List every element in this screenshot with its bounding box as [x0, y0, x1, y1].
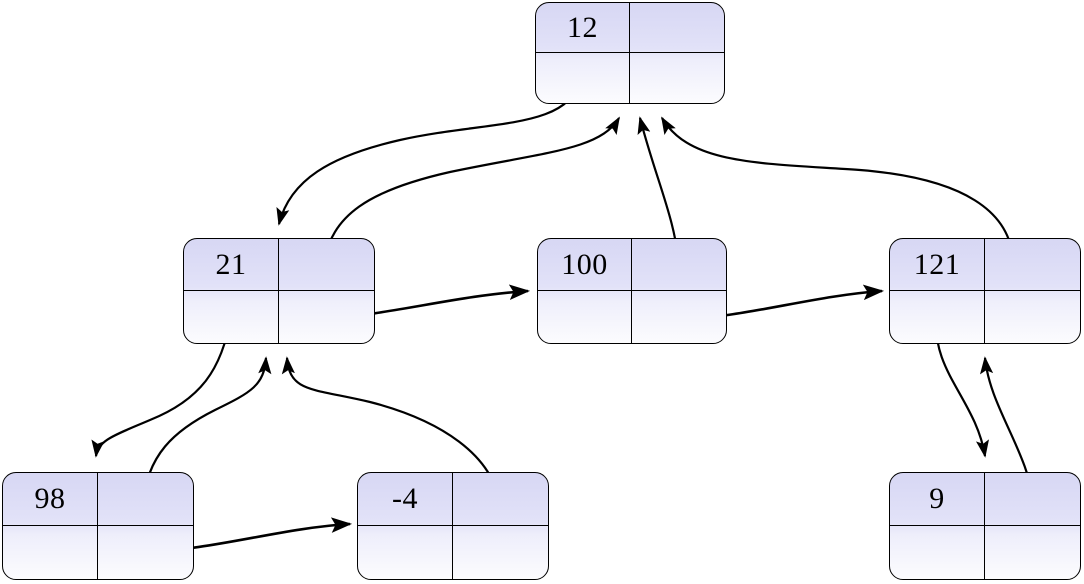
node-121-sibling-cell[interactable]: [985, 291, 1080, 343]
node-9-top-row: 9: [890, 473, 1080, 526]
node-minus4-key-cell[interactable]: -4: [358, 473, 453, 525]
node-121-key-cell[interactable]: 121: [890, 239, 985, 290]
node-12[interactable]: 12: [535, 2, 725, 104]
node-21-key-cell[interactable]: 21: [184, 239, 279, 290]
node-minus4-sibling-cell[interactable]: [453, 526, 548, 579]
edge-12-to-21: [276, 77, 582, 226]
node-98-key-cell[interactable]: 98: [3, 473, 98, 525]
node-12-top-row: 12: [536, 3, 724, 53]
node-9-key-cell[interactable]: 9: [890, 473, 985, 525]
node-121-top-row: 121: [890, 239, 1080, 291]
node-98-bottom-row: [3, 526, 193, 579]
node-98[interactable]: 98: [2, 472, 194, 580]
node-12-bottom-row: [536, 53, 724, 103]
node-9-parent-cell[interactable]: [985, 473, 1080, 525]
node-100-child-cell[interactable]: [538, 291, 632, 343]
node-98-top-row: 98: [3, 473, 193, 526]
node-21-child-cell[interactable]: [184, 291, 279, 343]
node-98-parent-cell[interactable]: [98, 473, 193, 525]
node-100-sibling-cell[interactable]: [632, 291, 726, 343]
node-minus4[interactable]: -4: [357, 472, 549, 580]
node-121-key-label: 121: [913, 247, 961, 281]
node-21-parent-cell[interactable]: [279, 239, 374, 290]
node-100-parent-cell[interactable]: [632, 239, 726, 290]
node-12-child-cell[interactable]: [536, 53, 630, 103]
node-9-child-cell[interactable]: [890, 526, 985, 579]
node-minus4-child-cell[interactable]: [358, 526, 453, 579]
node-9[interactable]: 9: [889, 472, 1081, 580]
node-121-child-cell[interactable]: [890, 291, 985, 343]
node-21-top-row: 21: [184, 239, 374, 291]
node-minus4-bottom-row: [358, 526, 548, 579]
node-121-parent-cell[interactable]: [985, 239, 1080, 290]
node-100-key-cell[interactable]: 100: [538, 239, 632, 290]
node-100-bottom-row: [538, 291, 726, 343]
node-9-key-label: 9: [929, 482, 945, 515]
node-121-bottom-row: [890, 291, 1080, 343]
node-21[interactable]: 21: [183, 238, 375, 344]
node-98-key-label: 98: [34, 482, 66, 515]
node-minus4-top-row: -4: [358, 473, 548, 526]
node-100-top-row: 100: [538, 239, 726, 291]
node-12-key-cell[interactable]: 12: [536, 3, 630, 52]
node-100-key-label: 100: [561, 247, 608, 281]
node-21-bottom-row: [184, 291, 374, 343]
node-9-bottom-row: [890, 526, 1080, 579]
node-121[interactable]: 121: [889, 238, 1081, 344]
node-minus4-key-label: -4: [392, 482, 418, 515]
node-98-sibling-cell[interactable]: [98, 526, 193, 579]
node-9-sibling-cell[interactable]: [985, 526, 1080, 579]
node-12-parent-cell[interactable]: [630, 3, 724, 52]
node-minus4-parent-cell[interactable]: [453, 473, 548, 525]
node-21-key-label: 21: [215, 247, 247, 281]
node-21-sibling-cell[interactable]: [279, 291, 374, 343]
node-100[interactable]: 100: [537, 238, 727, 344]
node-98-child-cell[interactable]: [3, 526, 98, 579]
node-12-sibling-cell[interactable]: [630, 53, 724, 103]
node-12-key-label: 12: [567, 10, 598, 44]
